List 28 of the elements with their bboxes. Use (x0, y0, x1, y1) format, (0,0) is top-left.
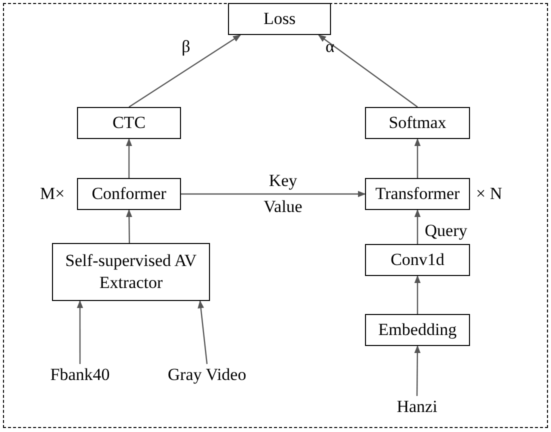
process-box: Softmax (365, 107, 470, 139)
input-label: Gray Video (162, 364, 252, 386)
process-box: CTC (77, 107, 181, 139)
arrow (181, 190, 366, 198)
process-box: Loss (228, 3, 331, 35)
arrow (126, 138, 132, 178)
arrow (126, 209, 132, 243)
arrow (318, 34, 418, 108)
repeat-count: × N (476, 183, 504, 205)
arrow (414, 275, 421, 314)
process-box: Self-supervised AV Extractor (52, 243, 210, 301)
input-label: Fbank40 (48, 364, 112, 386)
arrow (414, 138, 421, 178)
edge-label: α (324, 36, 336, 58)
edge-label: β (180, 36, 192, 58)
arrow (76, 300, 84, 364)
edge-label: Key Value (262, 170, 304, 218)
arrow (198, 300, 208, 364)
input-label: Hanzi (390, 396, 444, 418)
arrow (414, 345, 421, 396)
process-box: Conformer (77, 178, 181, 210)
process-box: Conv1d (365, 244, 470, 276)
arrow (414, 209, 421, 244)
process-box: Embedding (365, 314, 470, 346)
repeat-count: M× (40, 183, 66, 205)
arrow (128, 34, 242, 108)
process-box: Transformer (365, 178, 470, 210)
edge-label: Query (424, 220, 468, 242)
